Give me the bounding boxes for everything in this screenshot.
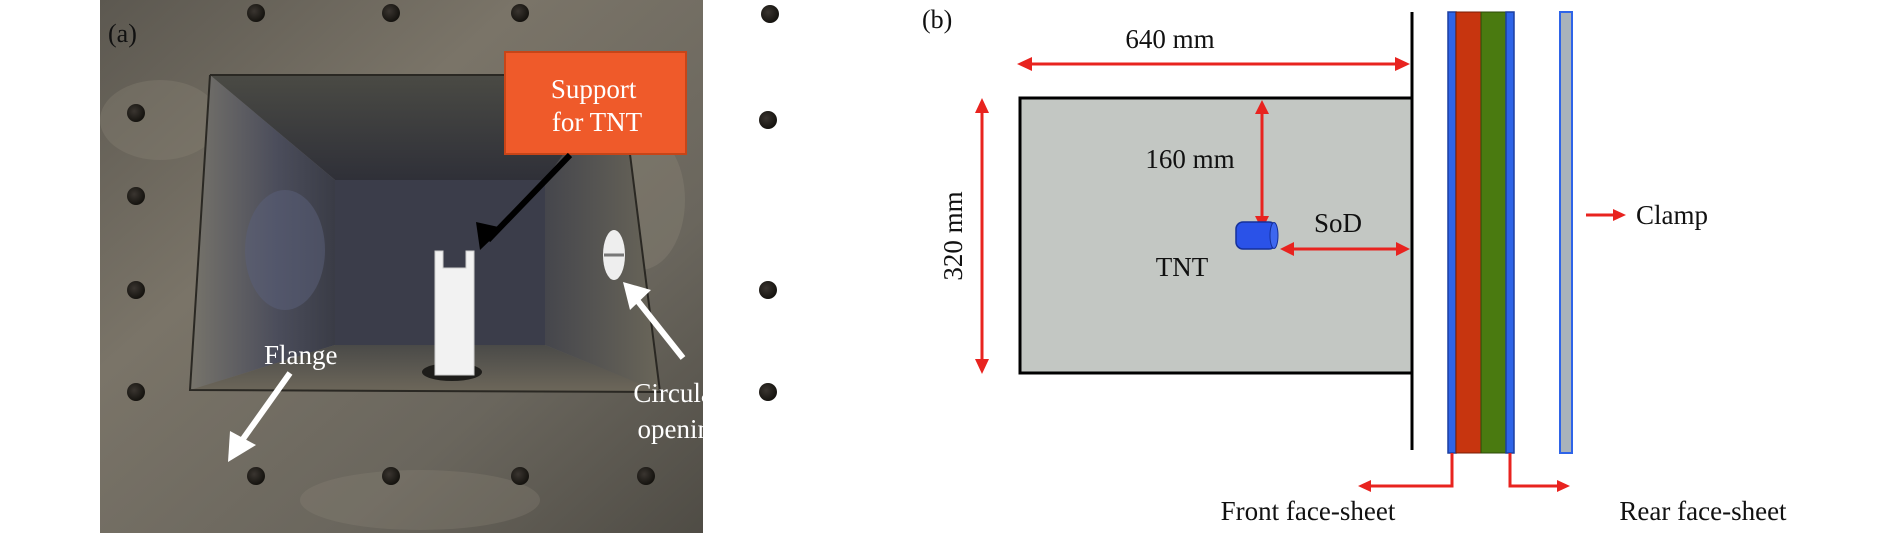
flange-bolts (127, 4, 779, 485)
tnt-charge-end (1269, 222, 1279, 249)
bolt (127, 383, 145, 401)
flange-arrow-shaft (235, 371, 293, 448)
bolt (761, 5, 779, 23)
photo-panel: (a) Support for TNT Flange Circular open… (100, 0, 779, 533)
bolt (759, 383, 777, 401)
opening-label-line-1: Circular (633, 378, 721, 408)
height-arrowhead-bottom (975, 359, 989, 374)
opening-arrow-shaft (630, 293, 686, 360)
bolt (759, 281, 777, 299)
bolt (511, 467, 529, 485)
support-callout-line-1: Support (551, 74, 637, 104)
bolt (759, 111, 777, 129)
clamp-plate (1559, 11, 1573, 454)
height-dimension-label: 320 mm (938, 191, 968, 280)
depth-dimension-label: 160 mm (1145, 144, 1234, 174)
rear-face-sheet-label: Rear face-sheet (1619, 496, 1787, 526)
front-face-sheet (1447, 11, 1457, 454)
tube-body (1018, 96, 1414, 375)
width-dimension-label: 640 mm (1125, 24, 1214, 54)
core-layer-red (1455, 11, 1482, 454)
clamp-arrowhead (1613, 209, 1626, 221)
schematic-panel: (b) 640 mm 320 mm 160 mm TNT SoD (922, 5, 1787, 526)
bolt (127, 187, 145, 205)
opening-label-line-2: opening (638, 414, 725, 444)
flange-arrowhead (228, 431, 256, 462)
sod-arrowhead-right (1396, 242, 1410, 256)
front-leader-arrowhead (1358, 480, 1371, 492)
bolt (382, 4, 400, 22)
tnt-label: TNT (1156, 252, 1209, 282)
funnel-rim (188, 74, 662, 394)
bolt (127, 104, 145, 122)
panel-a-label: (a) (108, 19, 137, 48)
support-arrow-shaft (485, 152, 573, 243)
rear-leader-arrowhead (1557, 480, 1570, 492)
tnt-support (434, 250, 475, 376)
plate-stain (300, 470, 540, 530)
front-leader-line (1368, 453, 1454, 488)
bolt (637, 467, 655, 485)
width-arrowhead-left (1017, 57, 1032, 71)
wall-stain (245, 190, 325, 310)
clamp-label: Clamp (1636, 200, 1708, 230)
bolt (382, 467, 400, 485)
flange-label: Flange (264, 340, 338, 370)
support-callout-box (504, 51, 687, 155)
width-arrowhead-right (1395, 57, 1410, 71)
height-arrowhead-top (975, 98, 989, 113)
plate-stain (100, 80, 220, 160)
front-face-sheet-label: Front face-sheet (1221, 496, 1396, 526)
bolt (247, 467, 265, 485)
panel-b-label: (b) (922, 5, 952, 34)
core-layer-green (1480, 11, 1507, 454)
bolt (247, 4, 265, 22)
rear-face-sheet (1505, 11, 1515, 454)
sod-arrowhead-left (1280, 242, 1294, 256)
opening-label: Circular opening (633, 378, 728, 444)
support-arrowhead (476, 222, 503, 250)
depth-arrowhead-top (1255, 100, 1269, 114)
sod-label: SoD (1314, 208, 1362, 238)
support-callout-line-2: for TNT (552, 107, 643, 137)
support-callout-text: Support for TNT (551, 74, 643, 137)
opening-arrowhead (623, 282, 651, 310)
bolt (127, 281, 145, 299)
rear-leader-line (1508, 453, 1560, 488)
bolt (511, 4, 529, 22)
